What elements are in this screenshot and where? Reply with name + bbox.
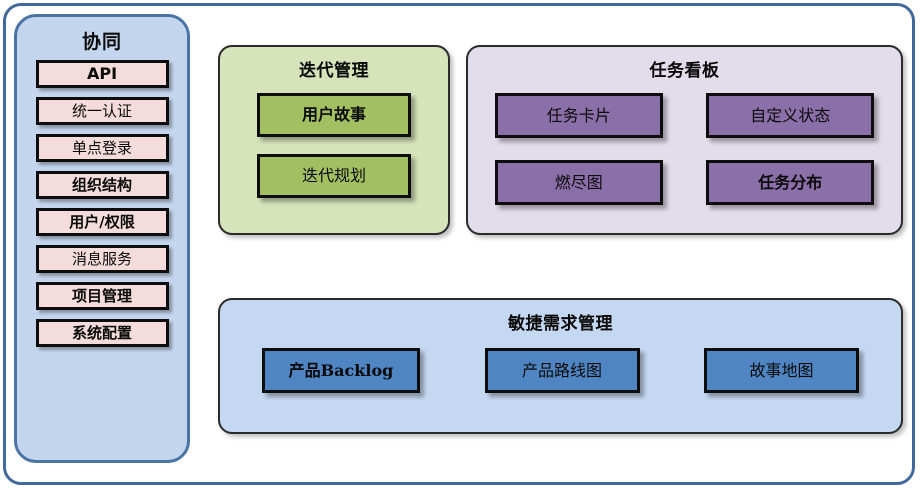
node-iteration-planning[interactable]: 迭代规划	[257, 154, 411, 198]
node-label: 燃尽图	[554, 172, 603, 192]
node-label: 迭代规划	[301, 166, 366, 185]
sidebar-item-label: 项目管理	[71, 286, 132, 305]
sidebar-item-single-sign-on[interactable]: 单点登录	[35, 134, 169, 162]
sidebar-item-org-structure[interactable]: 组织结构	[35, 171, 169, 199]
sidebar-item-label: API	[86, 64, 118, 83]
panel-agile-requirements-management: 敏捷需求管理 产品Backlog 产品路线图 故事地图	[218, 298, 903, 434]
node-label: 自定义状态	[750, 105, 831, 125]
node-product-backlog[interactable]: 产品Backlog	[262, 348, 420, 393]
panel-body-iteration-management: 用户故事 迭代规划	[220, 93, 448, 198]
sidebar-item-label: 用户/权限	[69, 212, 135, 231]
node-label: 任务分布	[758, 172, 823, 192]
node-label: 故事地图	[749, 360, 814, 380]
sidebar-item-list: API 统一认证 单点登录 组织结构 用户/权限 消息服务 项目管理 系统配置	[17, 60, 187, 347]
panel-body-agile-requirements-management: 产品Backlog 产品路线图 故事地图	[220, 348, 901, 393]
node-label: 任务卡片	[546, 105, 611, 125]
sidebar-item-unified-auth[interactable]: 统一认证	[35, 97, 169, 125]
sidebar-item-label: 消息服务	[71, 249, 132, 268]
sidebar-item-label: 单点登录	[71, 138, 132, 157]
node-custom-status[interactable]: 自定义状态	[706, 93, 875, 138]
node-task-distribution[interactable]: 任务分布	[706, 160, 875, 205]
node-product-roadmap[interactable]: 产品路线图	[484, 348, 640, 393]
sidebar-item-system-config[interactable]: 系统配置	[35, 319, 169, 347]
sidebar-item-label: 统一认证	[71, 101, 132, 120]
sidebar-item-project-management[interactable]: 项目管理	[35, 282, 169, 310]
sidebar-title: 协同	[81, 31, 122, 53]
node-story-map[interactable]: 故事地图	[704, 348, 859, 393]
panel-body-task-board: 任务卡片 自定义状态 燃尽图 任务分布	[468, 93, 901, 205]
sidebar-item-label: 组织结构	[71, 175, 132, 194]
panel-iteration-management: 迭代管理 用户故事 迭代规划	[218, 45, 450, 235]
sidebar-panel-collaboration: 协同 API 统一认证 单点登录 组织结构 用户/权限 消息服务 项目管理	[14, 14, 190, 463]
panel-title-iteration-management: 迭代管理	[299, 61, 369, 81]
node-burndown-chart[interactable]: 燃尽图	[494, 160, 663, 205]
node-label: 产品Backlog	[288, 360, 394, 380]
sidebar-item-user-permissions[interactable]: 用户/权限	[35, 208, 169, 236]
sidebar-item-api[interactable]: API	[35, 60, 169, 88]
node-label: 产品路线图	[521, 360, 602, 380]
panel-task-board: 任务看板 任务卡片 自定义状态 燃尽图 任务分布	[466, 45, 903, 235]
panel-title-agile-requirements-management: 敏捷需求管理	[508, 314, 613, 334]
sidebar-item-label: 系统配置	[71, 323, 132, 342]
node-label: 用户故事	[301, 105, 366, 124]
node-user-story[interactable]: 用户故事	[257, 93, 411, 137]
panel-title-task-board: 任务看板	[649, 61, 720, 81]
node-task-card[interactable]: 任务卡片	[494, 93, 663, 138]
sidebar-item-message-service[interactable]: 消息服务	[35, 245, 169, 273]
